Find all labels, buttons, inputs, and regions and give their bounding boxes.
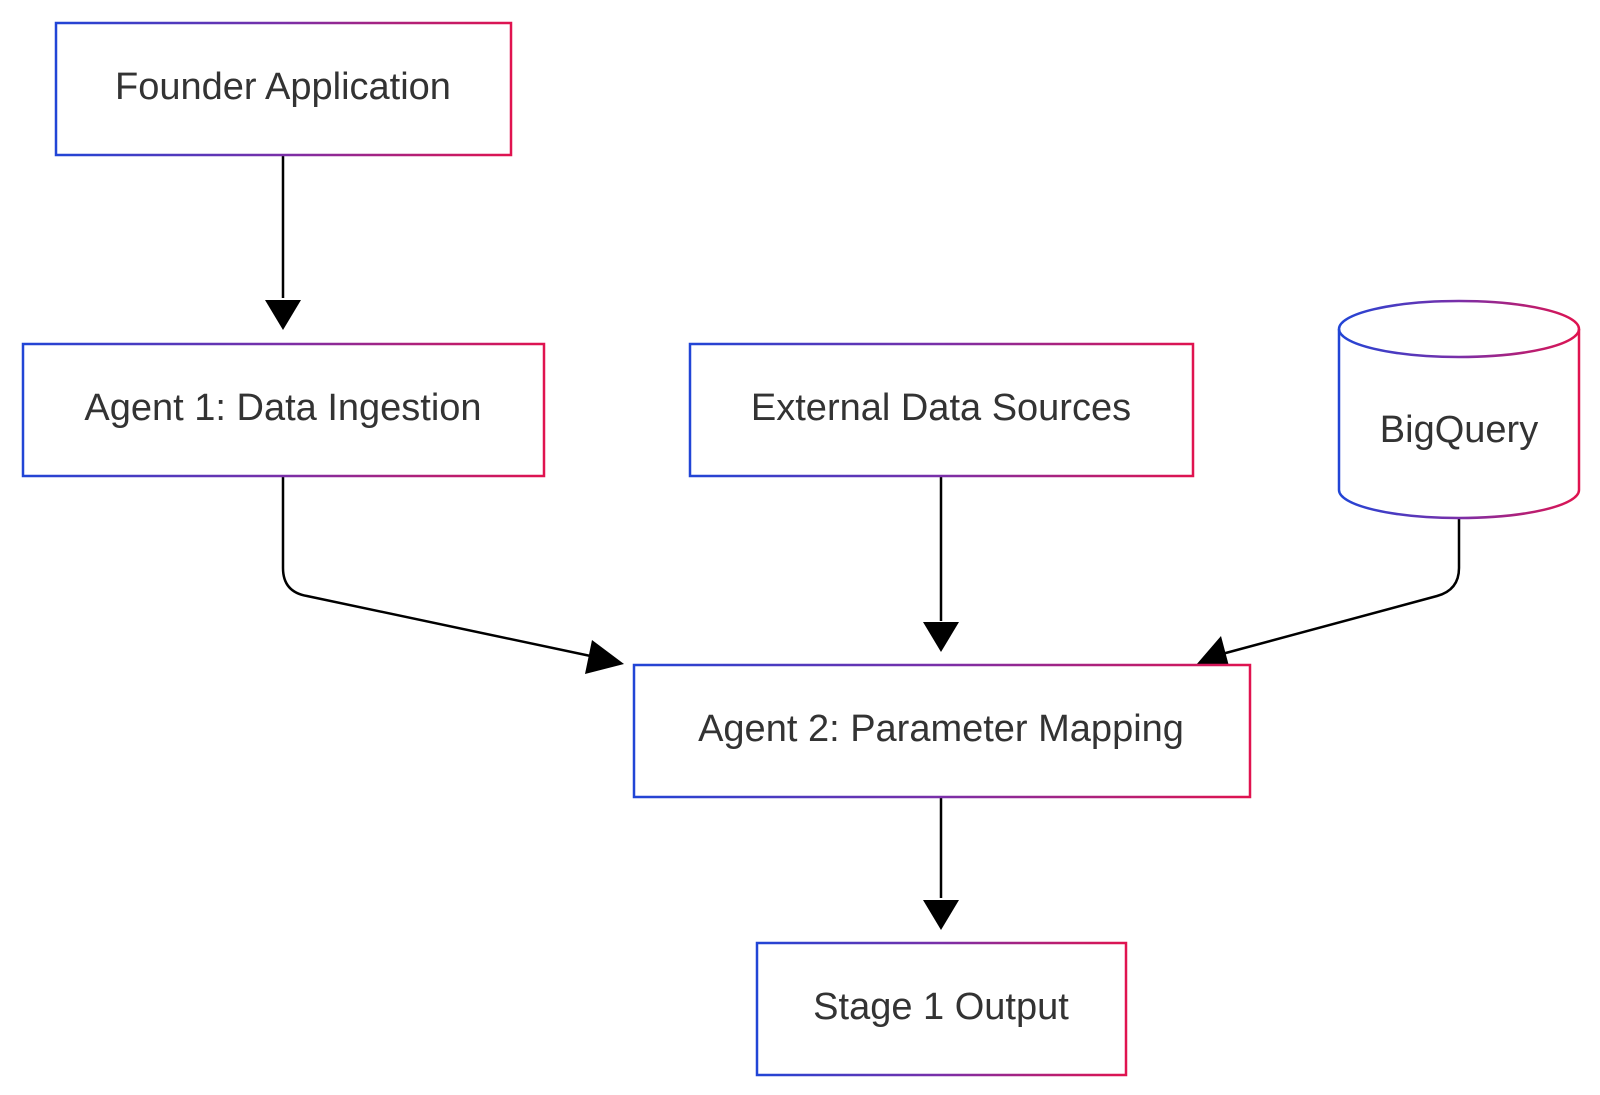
edges bbox=[265, 155, 1461, 930]
arrowhead-bigquery-to-agent2 bbox=[1196, 636, 1230, 670]
arrowhead-external-to-agent2 bbox=[923, 622, 959, 652]
node-agent-2-label: Agent 2: Parameter Mapping bbox=[698, 708, 1184, 750]
node-external-data-sources-label: External Data Sources bbox=[751, 387, 1131, 429]
node-stage-1-output[interactable]: Stage 1 Output bbox=[755, 941, 1128, 1077]
node-founder-application-label: Founder Application bbox=[115, 66, 451, 108]
database-cylinder-icon bbox=[1337, 299, 1581, 520]
node-bigquery-database[interactable]: BigQuery bbox=[1337, 299, 1581, 520]
node-external-data-sources[interactable]: External Data Sources bbox=[688, 342, 1195, 478]
edge-agent1-to-agent2 bbox=[281, 476, 601, 660]
node-bigquery-label: BigQuery bbox=[1380, 409, 1538, 451]
node-agent-1-data-ingestion[interactable]: Agent 1: Data Ingestion bbox=[21, 342, 546, 478]
database-cylinder-top-rim bbox=[1337, 328, 1581, 359]
node-founder-application[interactable]: Founder Application bbox=[54, 21, 513, 157]
arrowhead-founder-to-agent1 bbox=[265, 300, 301, 330]
node-agent-1-label: Agent 1: Data Ingestion bbox=[84, 387, 481, 429]
edge-bigquery-to-agent2 bbox=[1221, 518, 1461, 656]
arrowhead-agent1-to-agent2 bbox=[585, 640, 624, 674]
node-agent-2-parameter-mapping[interactable]: Agent 2: Parameter Mapping bbox=[632, 663, 1252, 799]
arrowhead-agent2-to-stage1 bbox=[923, 900, 959, 930]
node-stage-1-output-label: Stage 1 Output bbox=[813, 986, 1069, 1028]
